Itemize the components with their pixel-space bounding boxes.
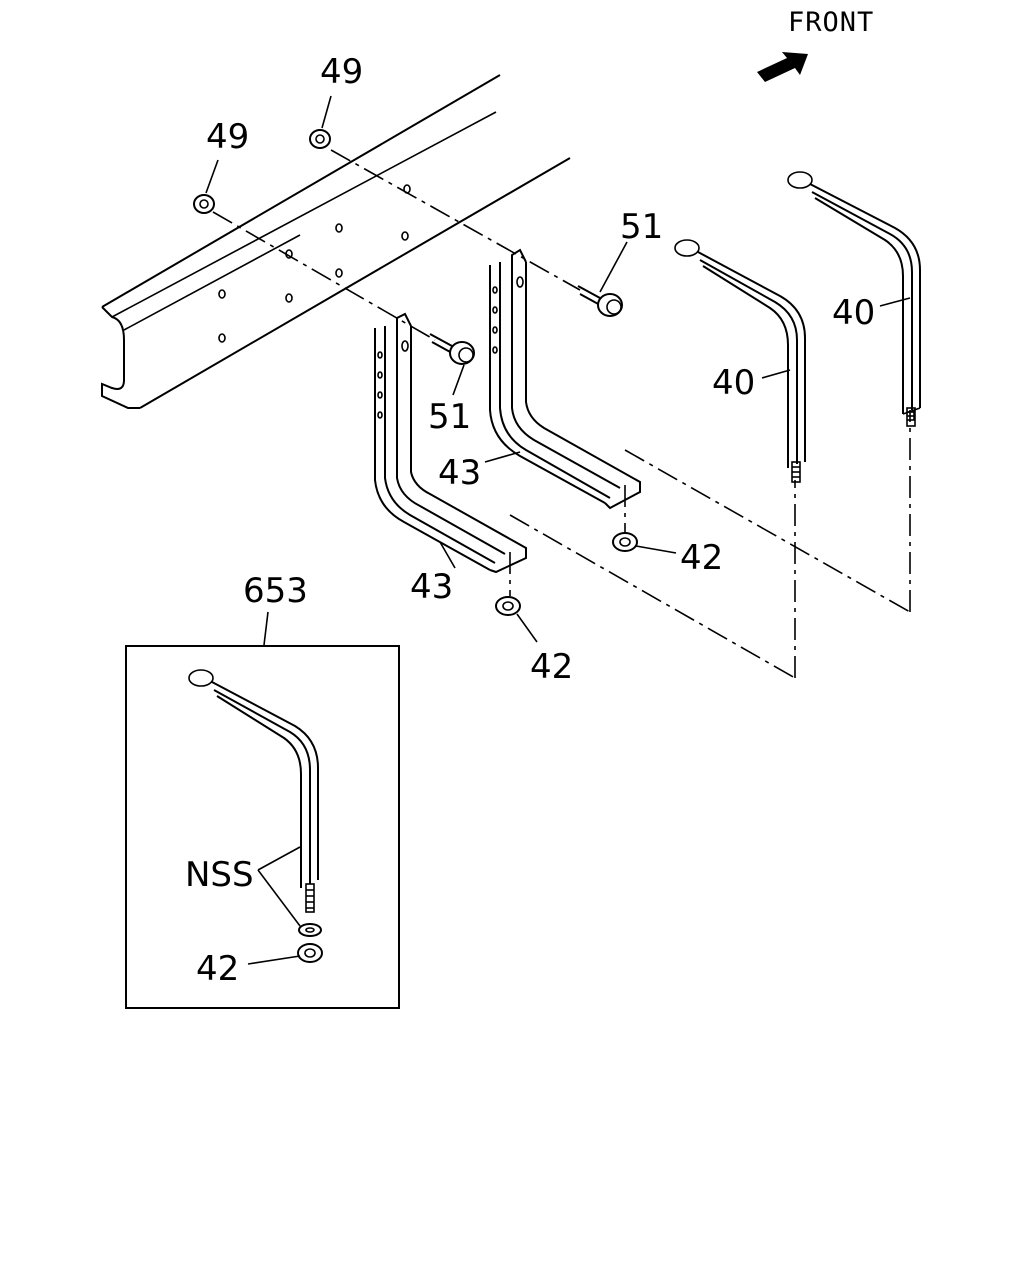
- bolt-51-left: [429, 333, 475, 365]
- callout-43-left: 43: [410, 567, 453, 607]
- callout-43-right: 43: [438, 453, 481, 493]
- front-label: FRONT: [788, 7, 874, 38]
- frame-rail: [101, 74, 571, 409]
- nut-49-lower: [193, 194, 215, 214]
- inset-strap: [188, 669, 319, 913]
- nut-42-left: [495, 596, 521, 616]
- nut-42-right: [612, 532, 638, 552]
- strap-40-right-thread: [906, 407, 916, 427]
- callout-40-left: 40: [712, 363, 755, 403]
- inset-callout-42: 42: [196, 949, 239, 989]
- callout-653: 653: [243, 571, 308, 611]
- strap-40-left: [674, 239, 806, 483]
- bolt-51-right: [577, 285, 623, 317]
- front-indicator: FRONT: [757, 7, 874, 82]
- strap-40-right: [787, 171, 921, 427]
- inset-washer: [298, 923, 322, 937]
- callout-51-left: 51: [428, 397, 471, 437]
- assembly-lines: [212, 149, 911, 679]
- front-arrow-icon: [757, 52, 808, 82]
- callout-labels: 49 49 51 51 40 40 43 43 42 42 653: [206, 52, 875, 687]
- bracket-43-right: [489, 248, 641, 510]
- callout-42-right: 42: [680, 538, 723, 578]
- callout-49-upper: 49: [320, 52, 363, 92]
- inset-nss-label: NSS: [185, 855, 254, 895]
- leader-lines: [205, 95, 911, 646]
- bracket-43-left: [374, 312, 527, 574]
- inset-653: NSS 42: [125, 645, 400, 1009]
- callout-40-right: 40: [832, 293, 875, 333]
- strap-40-left-thread: [791, 461, 801, 483]
- callout-49-lower: 49: [206, 117, 249, 157]
- callout-42-left: 42: [530, 647, 573, 687]
- callout-51-right: 51: [620, 207, 663, 247]
- nut-49-upper: [309, 129, 331, 149]
- inset-nut-42: [297, 943, 323, 963]
- rail-holes: [218, 184, 411, 343]
